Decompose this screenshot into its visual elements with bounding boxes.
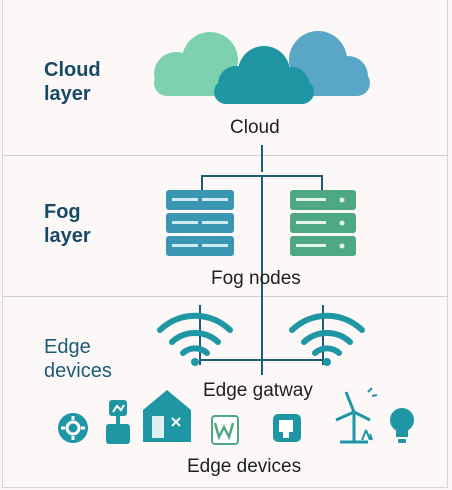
wifi-icon xyxy=(289,312,365,366)
edge-devices-caption: Edge devices xyxy=(187,456,302,477)
cloud-icon xyxy=(154,31,370,104)
gear-icon xyxy=(58,413,88,443)
display-icon xyxy=(273,414,301,442)
layer-divider xyxy=(2,155,448,156)
server-rack-icon xyxy=(166,190,234,256)
edge-gateway-caption: Edge gatway xyxy=(203,380,313,401)
cloud-layer-label: Cloud layer xyxy=(44,59,101,105)
light-bulb-icon xyxy=(390,408,414,443)
smart-home-icon xyxy=(143,390,191,442)
wifi-icon xyxy=(157,312,233,366)
smart-plant-icon xyxy=(106,400,130,444)
layer-divider xyxy=(2,296,448,297)
wind-turbine-icon xyxy=(335,387,378,444)
cloud-caption: Cloud xyxy=(230,117,280,138)
window-sensor-icon xyxy=(211,415,239,445)
fog-nodes-caption: Fog nodes xyxy=(211,268,301,289)
cloud-center-teal xyxy=(214,46,314,104)
edge-devices-layer-label: Edge devices xyxy=(44,336,112,382)
fog-layer-label: Fog layer xyxy=(44,201,91,247)
server-rack-icon xyxy=(290,190,356,256)
